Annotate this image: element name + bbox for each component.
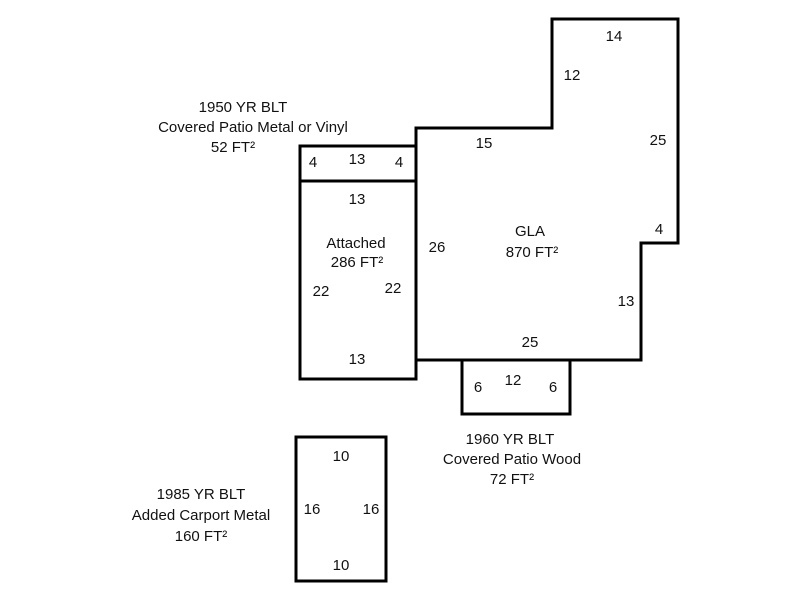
patio-metal-area: 52 FT² [211, 139, 255, 156]
gla-dim-right-lower: 13 [618, 293, 635, 310]
gla-outline[interactable] [414, 17, 680, 362]
attached-dim-bottom: 13 [349, 351, 366, 368]
patio-wood-year: 1960 YR BLT [466, 431, 555, 448]
attached-dim-right: 22 [385, 280, 402, 297]
attached-name: Attached [326, 235, 385, 252]
patio-wood-name: Covered Patio Wood [443, 451, 581, 468]
carport-area: 160 FT² [175, 528, 228, 545]
patio-metal-name: Covered Patio Metal or Vinyl [158, 119, 348, 136]
gla-dim-mid-top: 15 [476, 135, 493, 152]
patio-metal-dim-left: 4 [309, 154, 317, 171]
patio-wood-dim-top: 12 [505, 372, 522, 389]
gla-dim-upper-left: 12 [564, 67, 581, 84]
patio-metal-outline[interactable] [298, 144, 418, 183]
carport-dim-bottom: 10 [333, 557, 350, 574]
carport-year: 1985 YR BLT [157, 486, 246, 503]
gla-area: 870 FT² [506, 244, 559, 261]
carport-dim-left: 16 [304, 501, 321, 518]
carport-dim-right: 16 [363, 501, 380, 518]
patio-metal-dim-top: 13 [349, 151, 366, 168]
patio-wood-outline[interactable] [460, 358, 572, 416]
gla-dim-left: 26 [429, 239, 446, 256]
carport-name: Added Carport Metal [132, 507, 270, 524]
gla-dim-bottom: 25 [522, 334, 539, 351]
carport-dim-top: 10 [333, 448, 350, 465]
patio-metal-year: 1950 YR BLT [199, 99, 288, 116]
patio-wood-dim-right: 6 [549, 379, 557, 396]
patio-metal-dim-right: 4 [395, 154, 403, 171]
carport-outline[interactable] [294, 435, 388, 583]
gla-dim-right-upper: 25 [650, 132, 667, 149]
gla-dim-top-upper: 14 [606, 28, 623, 45]
gla-dim-right-step: 4 [655, 221, 663, 238]
attached-area: 286 FT² [331, 254, 384, 271]
attached-dim-left: 22 [313, 283, 330, 300]
attached-dim-top: 13 [349, 191, 366, 208]
patio-wood-dim-left: 6 [474, 379, 482, 396]
patio-wood-area: 72 FT² [490, 471, 534, 488]
gla-name: GLA [515, 223, 545, 240]
